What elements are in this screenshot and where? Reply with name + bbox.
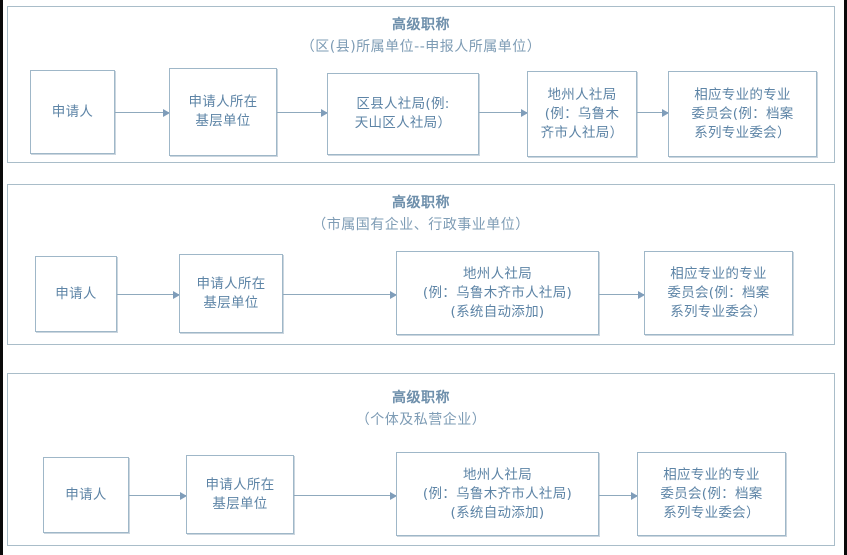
node-applicant-grassroots-unit[interactable]: 申请人所在 基层单位 [169,68,277,156]
panel-municipal-state-owned-enterprise: 高级职称 （市属国有企业、行政事业单位） 申请人 申请人所在 基层单位 地州人社… [7,184,835,345]
node-prefecture-hrss-bureau[interactable]: 地州人社局 (例：乌鲁木齐市人社局) (系统自动添加) [396,452,599,536]
node-professional-committee[interactable]: 相应专业的专业 委员会(例：档案 系列专业委会） [668,71,817,157]
arrow-3 [599,290,645,299]
node-professional-committee[interactable]: 相应专业的专业 委员会(例：档案 系列专业委会） [644,251,793,335]
panel-2-subtitle: （市属国有企业、行政事业单位） [312,217,530,233]
arrow-1 [129,491,187,500]
node-line: 委员会(例：档案 [691,105,794,122]
panel-3-subtitle: （个体及私营企业） [355,412,487,428]
node-prefecture-hrss-bureau[interactable]: 地州人社局 (例：乌鲁木齐市人社局) (系统自动添加) [396,251,599,335]
arrow-3 [599,491,638,500]
node-line: 系列专业委会） [694,124,791,141]
arrow-3 [479,108,528,117]
node-line: 相应专业的专业 [694,86,791,103]
node-district-hrss-bureau[interactable]: 区县人社局(例: 天山区人社局） [327,73,479,155]
node-line: 申请人 [51,103,94,120]
node-professional-committee[interactable]: 相应专业的专业 委员会(例：档案 系列专业委会） [637,452,786,536]
node-line: 基层单位 [212,495,268,512]
panel-1-subtitle: （区(县)所属单位--申报人所属单位） [300,39,542,55]
arrow-2 [277,108,328,117]
panel-district-affiliated-unit: 高级职称 （区(县)所属单位--申报人所属单位） 申请人 申请人所在 基层单位 … [7,6,835,163]
node-line: 齐市人社局） [540,124,624,141]
node-line: 系列专业委会） [663,504,760,521]
node-line: 地州人社局 [463,466,532,483]
node-line: 基层单位 [195,113,251,129]
node-line: 申请人所在 [188,94,258,110]
node-line: 相应专业的专业 [670,265,767,282]
node-line: 地州人社局 [463,265,532,282]
panel-1-title: 高级职称 [392,17,450,33]
node-applicant[interactable]: 申请人 [35,256,117,332]
panel-2-title: 高级职称 [392,195,450,211]
arrow-4 [637,108,669,117]
arrow-2 [283,290,397,299]
node-prefecture-hrss-bureau[interactable]: 地州人社局 (例：乌鲁木 齐市人社局） [527,71,637,157]
node-line: (例：乌鲁木齐市人社局) [422,485,573,502]
node-applicant-grassroots-unit[interactable]: 申请人所在 基层单位 [186,455,294,534]
node-applicant[interactable]: 申请人 [30,70,115,154]
arrow-1 [117,290,180,299]
node-line: 系列专业委会） [670,303,767,320]
page-edge-rule-left [0,0,3,555]
node-line: (例：乌鲁木齐市人社局) [422,284,573,301]
node-line: 委员会(例：档案 [667,284,770,301]
node-line: 天山区人社局） [354,115,452,131]
node-line: 委员会(例：档案 [660,485,763,502]
arrow-1 [115,108,170,117]
node-line: 申请人 [65,486,107,503]
node-applicant[interactable]: 申请人 [43,457,129,533]
node-line: 申请人 [55,285,97,302]
node-line: (系统自动添加) [450,504,545,521]
panel-individual-private-enterprise: 高级职称 （个体及私营企业） 申请人 申请人所在 基层单位 地州人社局 (例：乌… [7,373,835,546]
node-line: 相应专业的专业 [663,466,760,483]
node-line: (系统自动添加) [450,303,545,320]
node-applicant-grassroots-unit[interactable]: 申请人所在 基层单位 [179,254,283,333]
node-line: 地州人社局 [547,86,617,103]
node-line: 申请人所在 [205,476,275,493]
panel-3-title: 高级职称 [392,390,450,406]
node-line: 申请人所在 [196,275,266,292]
page-edge-rule-right [844,0,847,555]
node-line: (例：乌鲁木 [544,105,620,122]
node-line: 区县人社局(例: [356,96,450,112]
node-line: 基层单位 [203,294,259,311]
arrow-2 [294,491,397,500]
